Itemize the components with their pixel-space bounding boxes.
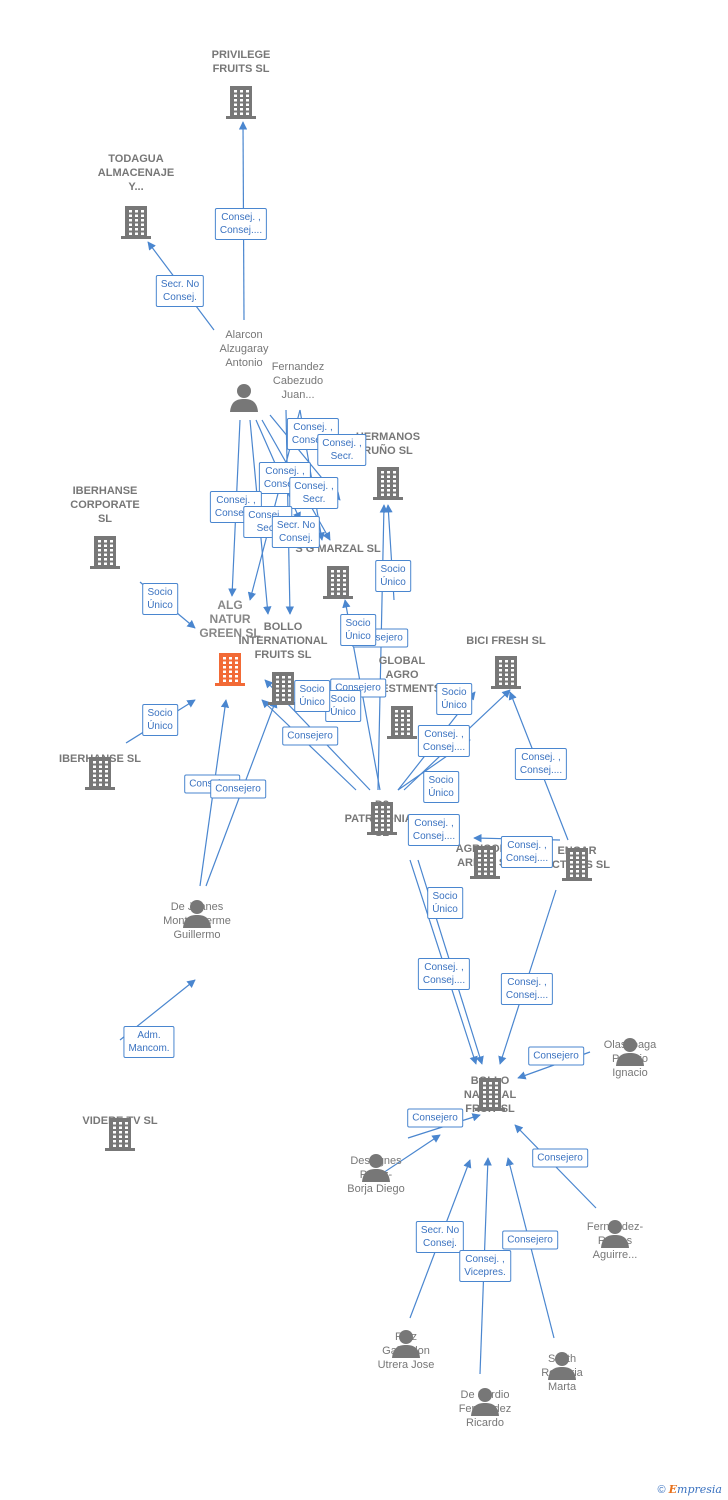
main-company-icon: [215, 651, 245, 692]
edge-role-label[interactable]: Secr. No Consej.: [415, 1221, 465, 1253]
node-label: ALG NATUR GREEN SL: [199, 598, 261, 640]
building-icon: [121, 204, 151, 245]
edge-role-label[interactable]: Consejero: [282, 726, 338, 746]
footer-brand: © Empresia: [657, 1483, 722, 1496]
building-icon: [387, 704, 417, 745]
edge-role-label[interactable]: Consej. , Consej....: [407, 814, 461, 846]
edge-role-label[interactable]: Adm. Mancom.: [123, 1026, 175, 1058]
person-icon: [361, 1152, 391, 1187]
node-marzal[interactable]: S G MARZAL SL: [288, 542, 388, 556]
person-icon: [182, 898, 212, 933]
edge-role-label[interactable]: Consejero: [532, 1148, 588, 1168]
node-iberhanse-corp[interactable]: IBERHANSE CORPORATE SL: [55, 484, 155, 526]
node-label: Fernandez Cabezudo Juan...: [271, 361, 325, 401]
node-bici[interactable]: BICI FRESH SL: [456, 634, 556, 648]
node-fernandez-c[interactable]: Fernandez Cabezudo Juan...: [248, 360, 348, 402]
edge-role-label[interactable]: Consej. , Consej....: [500, 973, 554, 1005]
node-label: Alarcon Alzugaray Antonio: [219, 329, 269, 369]
edge-role-label[interactable]: Consej. , Vicepres.: [459, 1250, 511, 1282]
node-label: BOLLO INTERNATIONAL FRUITS SL: [238, 621, 328, 661]
edge-role-label[interactable]: Socio Único: [436, 683, 472, 715]
edge-role-label[interactable]: Consejero: [407, 1108, 463, 1128]
building-icon: [470, 844, 500, 885]
building-icon: [323, 564, 353, 605]
edge-role-label[interactable]: Consej. , Secr.: [289, 477, 339, 509]
building-icon: [562, 846, 592, 887]
edge-role-label[interactable]: Socio Único: [423, 771, 459, 803]
person-icon: [547, 1350, 577, 1385]
edge-role-label[interactable]: Consejero: [502, 1230, 558, 1250]
building-icon: [105, 1116, 135, 1157]
person-icon: [600, 1218, 630, 1253]
node-label: S G MARZAL SL: [295, 543, 381, 555]
node-label: PRIVILEGE FRUITS SL: [211, 49, 271, 75]
edge-role-label[interactable]: Secr. No Consej.: [155, 275, 205, 307]
edge-role-label[interactable]: Consejero: [528, 1046, 584, 1066]
node-alarcon[interactable]: Alarcon Alzugaray Antonio: [194, 328, 294, 370]
brand-logo[interactable]: Empresia: [668, 1483, 722, 1496]
edge-role-label[interactable]: Socio Único: [375, 560, 411, 592]
node-label: HERMANOS RUÑO SL: [355, 431, 421, 457]
building-icon: [475, 1076, 505, 1117]
building-icon: [90, 534, 120, 575]
person-icon: [615, 1036, 645, 1071]
edge-role-label[interactable]: Socio Único: [340, 614, 376, 646]
edge-role-label[interactable]: Socio Único: [325, 690, 361, 722]
edge-role-label[interactable]: Consej. , Secr.: [317, 434, 367, 466]
edge-role-label[interactable]: Socio Único: [294, 680, 330, 712]
node-alg[interactable]: ALG NATUR GREEN SL: [180, 598, 280, 640]
node-hermanos[interactable]: HERMANOS RUÑO SL: [338, 430, 438, 458]
edge-role-label[interactable]: Socio Único: [142, 704, 178, 736]
node-privilege[interactable]: PRIVILEGE FRUITS SL: [191, 48, 291, 76]
edge-role-label[interactable]: Consej. , Consej....: [214, 208, 268, 240]
node-label: BICI FRESH SL: [466, 635, 546, 647]
edge-role-label[interactable]: Secr. No Consej.: [271, 516, 321, 548]
edge-16: [377, 504, 389, 791]
node-label: TODAGUA ALMACENAJE Y...: [97, 153, 175, 193]
node-label: IBERHANSE CORPORATE SL: [70, 485, 140, 525]
copyright-symbol: ©: [657, 1484, 666, 1496]
node-bollo-int[interactable]: BOLLO INTERNATIONAL FRUITS SL: [233, 620, 333, 662]
node-todagua[interactable]: TODAGUA ALMACENAJE Y...: [86, 152, 186, 194]
edge-role-label[interactable]: Consej. , Consej....: [514, 748, 568, 780]
edge-role-label[interactable]: Socio Único: [427, 887, 463, 919]
edge-role-label[interactable]: Consejero: [210, 779, 266, 799]
edge-role-label[interactable]: Consej. , Consej....: [417, 958, 471, 990]
edge-role-label[interactable]: Consej. , Consej....: [417, 725, 471, 757]
edge-role-label[interactable]: Consej. , Consej....: [500, 836, 554, 868]
person-icon: [229, 382, 259, 417]
building-icon: [226, 84, 256, 125]
edge-34: [379, 1134, 441, 1176]
building-icon: [373, 465, 403, 506]
building-icon: [268, 670, 298, 711]
building-icon: [367, 800, 397, 841]
person-icon: [470, 1386, 500, 1421]
building-icon: [491, 654, 521, 695]
building-icon: [85, 755, 115, 796]
edge-role-label[interactable]: Socio Único: [142, 583, 178, 615]
person-icon: [391, 1328, 421, 1363]
